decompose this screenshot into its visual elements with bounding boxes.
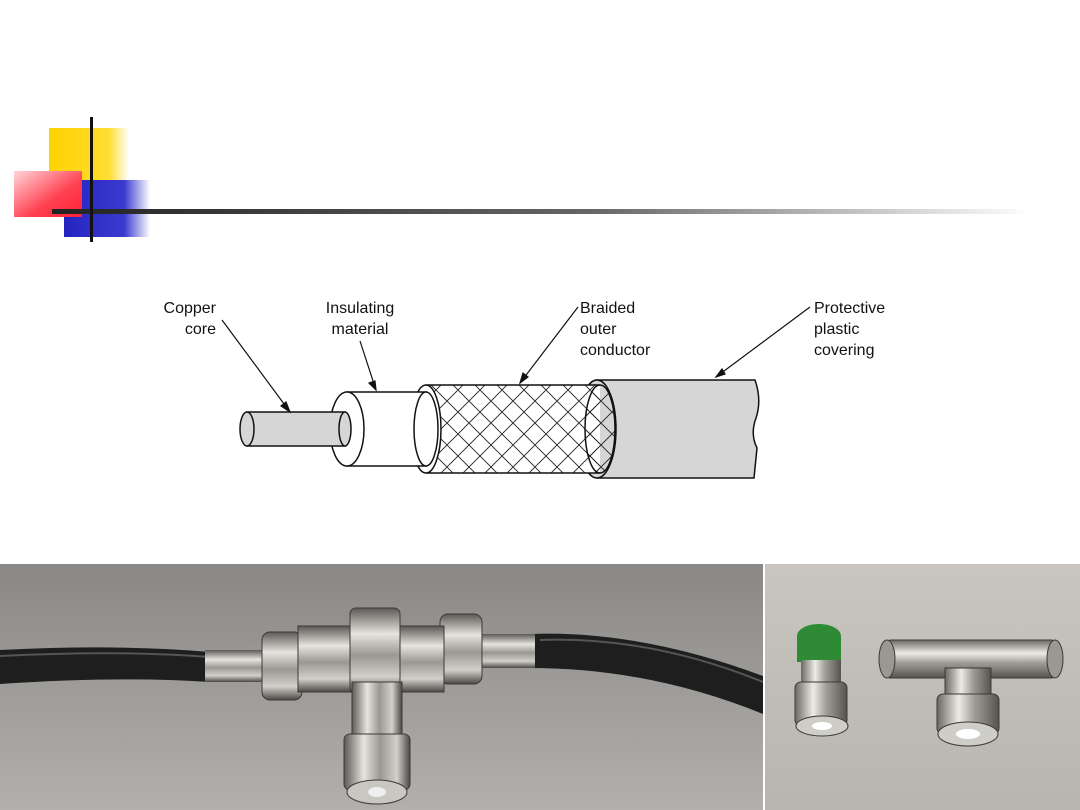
copper-core bbox=[239, 411, 352, 447]
braided-conductor bbox=[410, 384, 616, 474]
slide-accent bbox=[0, 110, 1080, 250]
photo-bnc-terminator bbox=[765, 564, 1080, 810]
accent-vertical-line bbox=[90, 117, 93, 242]
photo-bnc-t-connector bbox=[0, 564, 763, 810]
coax-cable-diagram: Copper core Insulating material Braided … bbox=[150, 280, 930, 500]
label-braided-outer-conductor: Braided outer conductor bbox=[580, 300, 651, 359]
label-copper-core: Copper core bbox=[163, 300, 216, 338]
title-rule bbox=[52, 209, 1032, 214]
label-protective-plastic-covering: Protective plastic covering bbox=[814, 300, 886, 359]
leader-lines bbox=[221, 306, 811, 414]
label-insulating-material: Insulating material bbox=[325, 300, 395, 338]
insulating-layer bbox=[329, 391, 439, 467]
